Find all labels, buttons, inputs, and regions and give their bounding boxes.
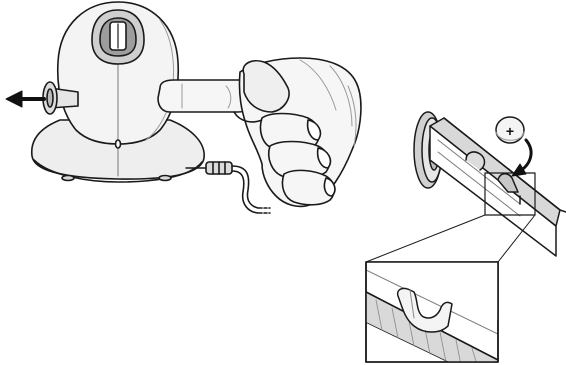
insert-arrow-icon bbox=[512, 140, 531, 176]
battery-plus-symbol: + bbox=[506, 123, 514, 139]
device-foot-left bbox=[62, 176, 74, 181]
device-led bbox=[116, 140, 121, 148]
right-illustration: + bbox=[366, 112, 566, 365]
battery-tray bbox=[430, 118, 566, 256]
pull-arrow-icon bbox=[6, 91, 44, 107]
coin-battery: + bbox=[496, 117, 524, 143]
power-cable bbox=[186, 162, 270, 213]
zoom-inset bbox=[366, 262, 498, 365]
left-illustration bbox=[6, 2, 361, 213]
device-foot-right bbox=[159, 176, 171, 181]
zoom-line-left bbox=[366, 215, 485, 262]
